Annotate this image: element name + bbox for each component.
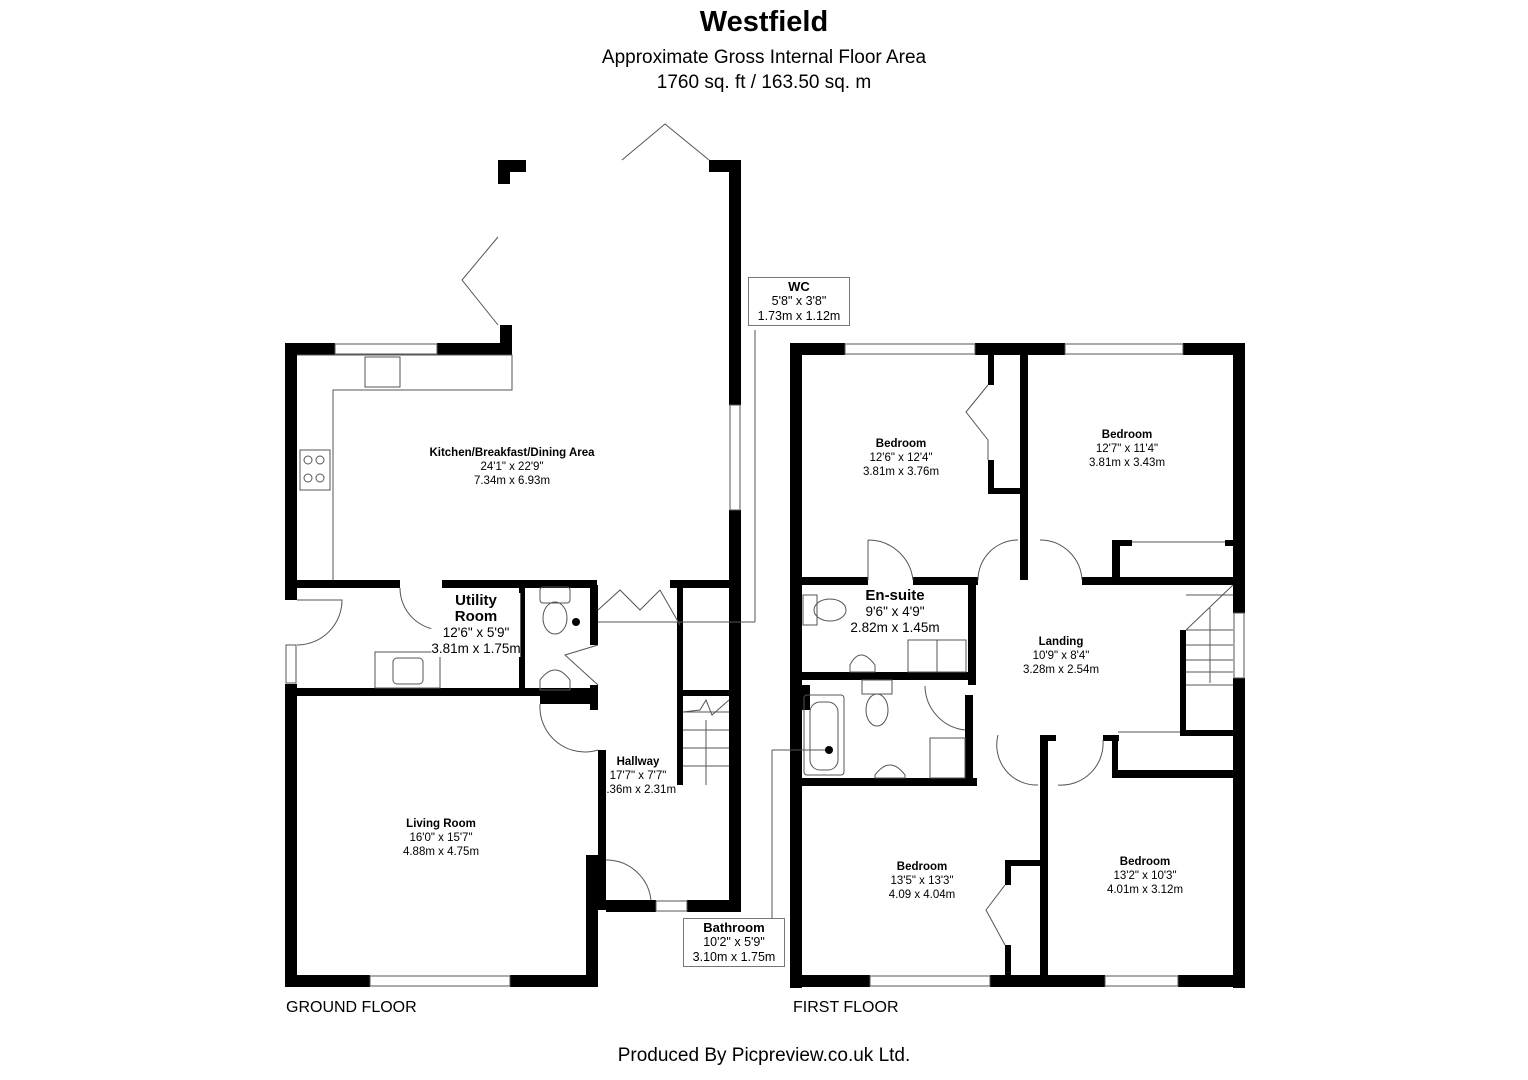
room-bedroom-1: Bedroom 12'6" x 12'4" 3.81m x 3.76m xyxy=(863,437,939,479)
room-dimension-metric: 1.73m x 1.12m xyxy=(757,309,841,323)
room-ensuite: En-suite 9'6" x 4'9" 2.82m x 1.45m xyxy=(850,588,939,636)
plan-title: Westfield xyxy=(699,6,829,38)
room-dimension-metric: 4.88m x 4.75m xyxy=(402,846,480,858)
room-dimension-imperial: 12'6" x 5'9" xyxy=(442,625,510,640)
room-dimension-imperial: 24'1" x 22'9" xyxy=(480,461,544,473)
room-dimension-metric: 4.09 x 4.04m xyxy=(888,889,956,901)
room-dimension-metric: 3.10m x 1.75m xyxy=(692,950,776,964)
room-utility: Utility Room 12'6" x 5'9" 3.81m x 1.75m xyxy=(431,592,521,657)
producer-credit: Produced By Picpreview.co.uk Ltd. xyxy=(617,1045,911,1066)
pipe-icon xyxy=(825,746,833,754)
room-dimension-imperial: 10'9" x 8'4" xyxy=(1032,650,1090,662)
first-floor-label: FIRST FLOOR xyxy=(793,999,899,1016)
pipe-icon xyxy=(572,618,580,626)
room-dimension-imperial: 12'6" x 12'4" xyxy=(869,452,933,464)
room-bedroom-4: Bedroom 13'2" x 10'3" 4.01m x 3.12m xyxy=(1107,855,1183,897)
room-dimension-imperial: 12'7" x 11'4" xyxy=(1095,443,1159,455)
room-dimension-metric: 7.34m x 6.93m xyxy=(473,475,551,487)
room-name: Bedroom xyxy=(875,438,927,450)
room-dimension-imperial: 17'7" x 7'7" xyxy=(609,770,667,782)
room-name: Bedroom xyxy=(1119,856,1171,868)
room-name: Utility xyxy=(455,592,497,609)
room-dimension-imperial: 13'5" x 13'3" xyxy=(890,875,954,887)
room-name: Landing xyxy=(1038,636,1084,648)
room-name: Bedroom xyxy=(1101,429,1153,441)
first-floor-lines xyxy=(771,343,1245,987)
room-dimension-metric: 3.81m x 1.75m xyxy=(431,641,521,656)
room-dimension-metric: 5.36m x 2.31m xyxy=(599,784,677,796)
room-dimension-metric: 2.82m x 1.45m xyxy=(850,620,940,635)
room-dimension-metric: 3.81m x 3.76m xyxy=(862,466,940,478)
room-dimension-metric: 3.81m x 3.43m xyxy=(1088,457,1166,469)
plan-area: 1760 sq. ft / 163.50 sq. m xyxy=(656,72,872,93)
room-dimension-imperial: 16'0" x 15'7" xyxy=(409,832,473,844)
ground-floor-lines xyxy=(285,123,756,987)
room-hallway: Hallway 17'7" x 7'7" 5.36m x 2.31m xyxy=(600,755,676,797)
plan-subtitle: Approximate Gross Internal Floor Area xyxy=(601,47,927,68)
room-dimension-metric: 4.01m x 3.12m xyxy=(1106,884,1184,896)
room-dimension-imperial: 5'8" x 3'8" xyxy=(771,294,827,308)
room-name: WC xyxy=(788,279,810,294)
room-name: Living Room xyxy=(406,818,476,830)
ground-floor-label: GROUND FLOOR xyxy=(286,999,417,1016)
room-name: Bedroom xyxy=(896,861,948,873)
room-living: Living Room 16'0" x 15'7" 4.88m x 4.75m xyxy=(403,817,479,859)
room-dimension-metric: 3.28m x 2.54m xyxy=(1022,664,1100,676)
room-dimension-imperial: 9'6" x 4'9" xyxy=(865,604,925,619)
room-dimension-imperial: 10'2" x 5'9" xyxy=(703,935,765,949)
ground-floor-walls xyxy=(285,160,741,987)
room-bedroom-2: Bedroom 12'7" x 11'4" 3.81m x 3.43m xyxy=(1089,428,1165,470)
room-landing: Landing 10'9" x 8'4" 3.28m x 2.54m xyxy=(1023,635,1099,677)
room-bedroom-3: Bedroom 13'5" x 13'3" 4.09 x 4.04m xyxy=(889,860,955,902)
room-name: Hallway xyxy=(616,756,660,768)
first-floor-walls xyxy=(790,343,1245,988)
room-wc: WC 5'8" x 3'8" 1.73m x 1.12m xyxy=(748,277,850,326)
room-kitchen: Kitchen/Breakfast/Dining Area 24'1" x 22… xyxy=(429,446,594,488)
room-name: Room xyxy=(454,608,498,625)
room-dimension-imperial: 13'2" x 10'3" xyxy=(1113,870,1177,882)
room-name: Kitchen/Breakfast/Dining Area xyxy=(429,447,595,459)
room-bathroom: Bathroom 10'2" x 5'9" 3.10m x 1.75m xyxy=(683,918,785,967)
room-name: En-suite xyxy=(865,587,925,604)
room-name: Bathroom xyxy=(703,920,765,935)
